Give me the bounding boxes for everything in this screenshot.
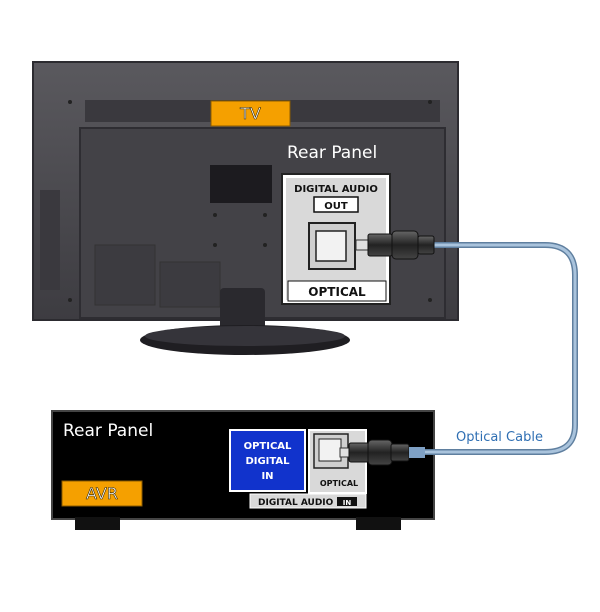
tv-screws [68,100,432,302]
avr-badge [61,480,143,507]
avr-unit: Rear Panel AVR OPTICAL DIGITAL IN OPTICA… [51,410,435,530]
optical-cable: Optical Cable [339,230,578,466]
tv-badge [210,100,291,127]
tv-side-ports [40,190,60,290]
avr-rear-panel-label: Rear Panel [63,421,153,441]
tv-lower-vent-left [94,244,156,306]
avr-input-label-line3: IN [261,471,273,482]
tv-stand-neck [220,288,265,333]
tv-port-type: OPTICAL [308,285,366,299]
tv-recess [210,165,272,203]
avr-input-label-line2: DIGITAL [245,456,290,467]
avr-foot-left [75,517,120,530]
avr-foot-right [356,517,401,530]
avr-input-label-line1: OPTICAL [244,441,292,452]
tv-port-header: DIGITAL AUDIO [294,184,378,195]
avr-cable-plug [339,439,425,466]
tv-badge-label: TV [239,104,261,123]
tv-port-direction: OUT [324,201,348,212]
tv-unit: TV Rear Panel DIGITAL AUDIO OUT OPTICAL [32,61,459,355]
avr-optical-port-box: OPTICAL [308,429,367,494]
avr-port-footer: DIGITAL AUDIO [258,498,334,508]
avr-port-type: OPTICAL [320,479,358,488]
tv-cable-plug [355,230,435,260]
tv-rear-panel-label: Rear Panel [287,143,377,163]
avr-optical-in-label [229,429,306,492]
avr-badge-label: AVR [86,484,118,503]
avr-port-direction: IN [343,499,352,507]
tv-lower-vent-mid [159,261,221,308]
cable-label: Optical Cable [456,430,543,445]
